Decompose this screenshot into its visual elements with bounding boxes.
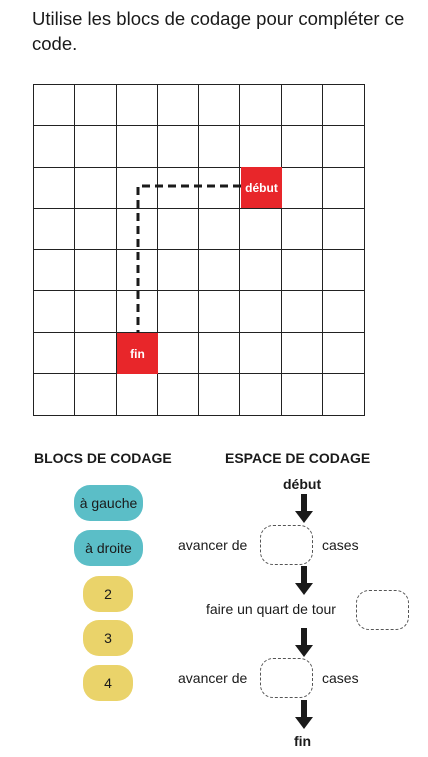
block-right[interactable]: à droite [74,530,143,566]
blocs-heading: BLOCS DE CODAGE [34,450,172,466]
grid-cell [34,332,76,374]
grid-cell [240,373,282,415]
grid-cell [282,373,323,415]
grid-cell [281,85,323,127]
grid-cell [116,208,158,250]
grid-cell [281,208,323,250]
grid-cell [322,168,364,209]
grid-cell [116,250,158,292]
grid-cell [34,167,76,209]
grid-cell [34,373,76,415]
code-end-label: fin [294,733,312,749]
grid-cell [157,167,199,209]
grid-cell [75,208,117,250]
grid-cell [116,167,158,209]
grid-cell [158,373,199,415]
grid-cell [281,126,323,168]
code-start-label: début [283,476,322,492]
block-3[interactable]: 3 [83,620,133,656]
grid-cell [34,250,76,292]
grid-cell [281,250,323,292]
step2-prefix: faire un quart de tour [206,601,336,617]
grid-cell [323,374,364,415]
grid-cell [157,208,199,250]
grid-cell [199,250,241,292]
espace-heading: ESPACE DE CODAGE [225,450,371,466]
down-arrow-icon [295,700,313,729]
grid-cell [75,167,117,209]
grid-cell [240,85,282,127]
grid-cell [75,291,117,333]
down-arrow-icon [295,628,313,657]
step3-number-slot[interactable] [260,658,313,698]
step2-direction-slot[interactable] [356,590,409,630]
grid-cell [116,126,158,168]
down-arrow-icon [295,566,313,595]
grid-cell [322,126,364,168]
grid-cell [199,373,241,415]
grid-cell [75,373,117,415]
start-square: début [241,167,282,208]
grid-cell [281,291,323,333]
grid-cell [75,85,117,127]
grid-cell [240,332,282,374]
step1-suffix: cases [322,537,359,553]
block-2[interactable]: 2 [83,576,133,612]
grid-cell [199,85,241,127]
grid-cell [34,85,76,127]
grid-cell [199,167,241,209]
block-left[interactable]: à gauche [74,485,143,521]
instruction-text: Utilise les blocs de codage pour complét… [32,8,405,54]
grid-cell [281,167,323,209]
grid-cell [199,208,241,250]
grid-cell [34,208,76,250]
grid-cell [34,291,76,333]
grid-cell [157,126,199,168]
step1-prefix: avancer de [178,537,248,553]
grid-cell [322,85,364,127]
grid-cell [199,291,241,333]
grid-cell [75,332,117,374]
grid-cell [116,291,158,333]
grid-cell [322,291,364,333]
grid-cell [322,250,364,292]
grid-cell [281,332,323,374]
grid-cell [116,85,158,127]
grid-cell [240,291,282,333]
coding-grid [33,84,365,416]
end-square: fin [117,333,158,374]
grid-cell [34,126,76,168]
grid-cell [322,333,364,374]
block-4[interactable]: 4 [83,665,133,701]
grid-cell [240,250,282,292]
grid-cell [199,332,241,374]
grid-cell [199,126,241,168]
grid-cell [157,291,199,333]
grid-cell [117,373,158,415]
grid-cell [75,250,117,292]
grid-cell [75,126,117,168]
step3-prefix: avancer de [178,670,248,686]
grid-cell [240,126,282,168]
down-arrow-icon [295,494,313,523]
grid-cell [157,85,199,127]
grid-cell [157,332,199,374]
step3-suffix: cases [322,670,359,686]
grid-cell [157,250,199,292]
grid-cell [322,209,364,250]
step1-number-slot[interactable] [260,525,313,565]
grid-cell [240,208,282,250]
